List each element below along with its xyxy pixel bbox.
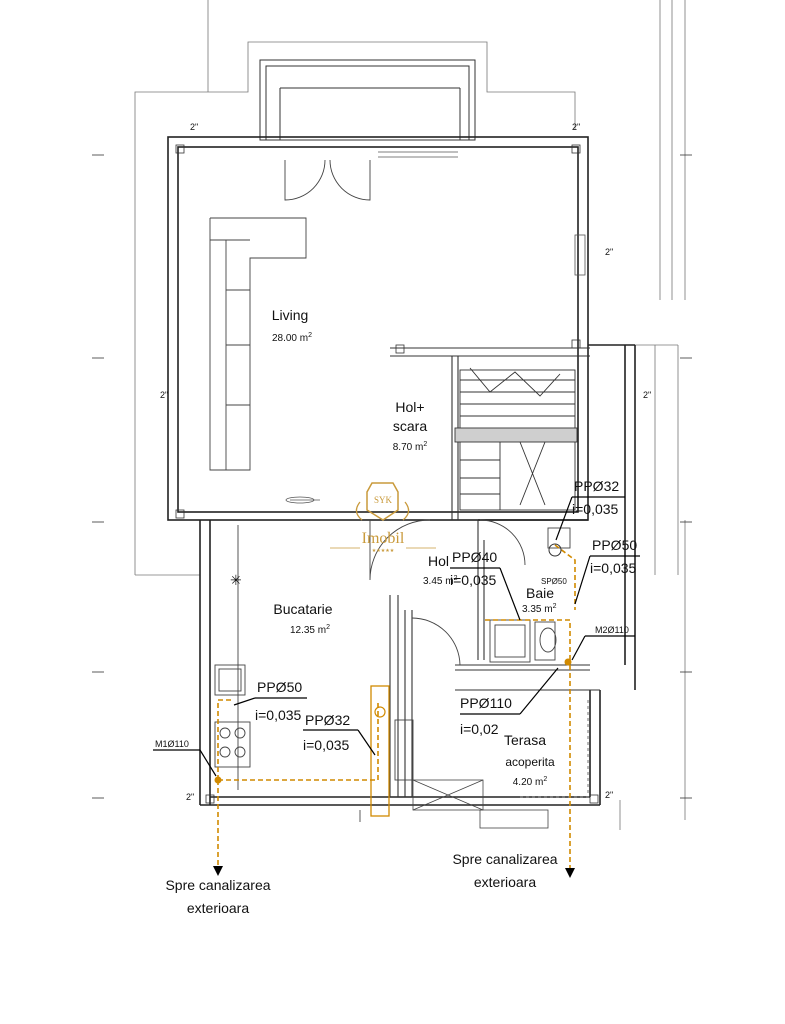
axis-mark: 2" (605, 247, 613, 257)
pipe-leaders (153, 496, 640, 777)
axis-mark: 2" (160, 390, 168, 400)
room-name-hol-scara: Hol+ (395, 399, 424, 415)
logo-monogram: SYK (374, 495, 393, 505)
room-area-living: 28.00 m2 (272, 332, 312, 344)
pipe-size-label: PPØ32 (574, 478, 619, 494)
manhole-label: M1Ø110 (155, 739, 189, 749)
manhole-m1 (214, 776, 222, 784)
pipe-size-label: PPØ50 (257, 679, 302, 695)
site-context-lines (134, 0, 686, 830)
pipe-slope-label: i=0,02 (460, 721, 499, 737)
floor-drain (374, 706, 386, 718)
room-area-bucatarie: 12.35 m2 (290, 624, 330, 636)
pipe-slope-label: i=0,035 (303, 737, 350, 753)
pipe-size-label: PPØ110 (460, 695, 512, 711)
floor-siphon (548, 543, 562, 557)
watermark-logo: SYK Imobil ★★★★★ (330, 482, 436, 554)
balcony (259, 59, 476, 141)
exterior-walls (167, 136, 636, 806)
room-name-terasa: Terasa (504, 732, 546, 748)
pipe-slope-label: i=0,035 (590, 560, 637, 576)
pipe-slope-label: i=0,035 (255, 707, 302, 723)
room-area-baie: 3.35 m2 (522, 603, 557, 615)
entrance-steps (412, 779, 549, 829)
extractor-symbol: ✳ (230, 572, 242, 588)
axis-mark: 2" (190, 122, 198, 132)
column-markers (175, 144, 599, 804)
stairs (454, 367, 578, 511)
pipe-slope-label: i=0,035 (450, 572, 497, 588)
drainage-network (217, 544, 576, 870)
pipe-size-label: PPØ40 (452, 549, 497, 565)
manhole-label: M2Ø110 (595, 625, 629, 635)
windows (285, 151, 586, 504)
room-area-hol: 3.45 m2 (423, 575, 458, 587)
manhole-m2 (564, 658, 572, 666)
room-name-living: Living (272, 307, 309, 323)
outlet-label: exterioara (187, 900, 249, 916)
room-name-hol-scara-2: scara (393, 418, 427, 434)
axis-mark: 2" (643, 390, 651, 400)
drain-stack-box (370, 685, 390, 817)
room-name-baie: Baie (526, 585, 554, 601)
outlet-label: exterioara (474, 874, 536, 890)
doors (284, 159, 526, 666)
pipe-slope-label: i=0,035 (572, 501, 619, 517)
axis-mark: 2" (186, 792, 194, 802)
room-name-bucatarie: Bucatarie (273, 601, 332, 617)
pipe-size-label: PPØ50 (592, 537, 637, 553)
room-area-hol-scara: 8.70 m2 (393, 441, 428, 453)
terrace-edge (520, 700, 590, 798)
sofa (209, 217, 307, 471)
grid-ticks (92, 154, 692, 822)
axis-mark: 2" (605, 790, 613, 800)
room-name-hol: Hol (428, 553, 449, 569)
outlet-arrows (213, 866, 575, 878)
outlet-label: Spre canalizarea (165, 877, 270, 893)
logo-stars: ★★★★★ (372, 548, 395, 554)
room-area-terasa: 4.20 m2 (513, 776, 548, 788)
axis-mark: 2" (572, 122, 580, 132)
room-name-terasa-2: acoperita (505, 755, 555, 769)
pipe-size-label: PPØ32 (305, 712, 350, 728)
logo-text: Imobil (362, 530, 405, 547)
siphon-label: SPØ50 (541, 577, 567, 586)
kitchen-fixtures (214, 525, 414, 790)
outlet-label: Spre canalizarea (452, 851, 557, 867)
